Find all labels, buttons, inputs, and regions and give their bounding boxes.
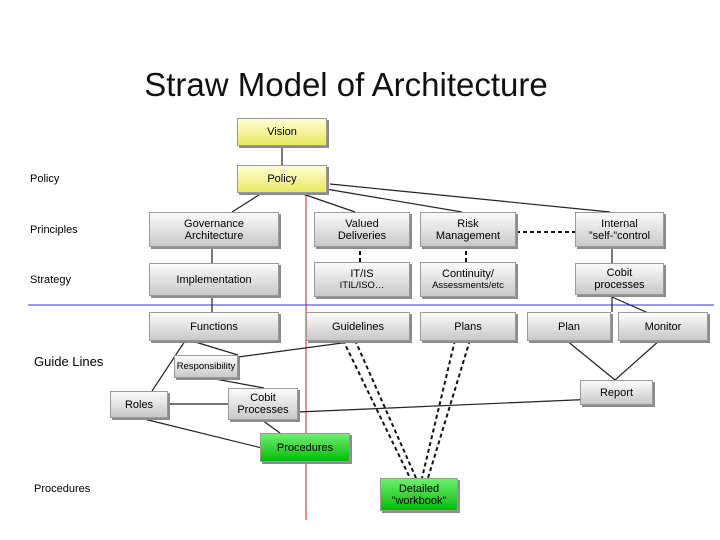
box-detailed-workbook: Detailed ”workbook”	[380, 478, 458, 511]
box-vision-text: Vision	[267, 126, 297, 138]
left-label-procedures: Procedures	[34, 483, 91, 495]
box-detailed-line2: ”workbook”	[391, 494, 447, 507]
box-policy-text: Policy	[267, 173, 297, 185]
box-continuity-line2: Assessments/etc	[432, 279, 504, 291]
box-procedures-text: Procedures	[276, 441, 334, 454]
box-risk-management: Risk Management	[420, 212, 516, 247]
box-cobit-processes-line1: Cobit	[250, 392, 276, 404]
box-vision: Vision	[237, 118, 327, 146]
box-internal-self-control: Internal ”self-”control	[575, 212, 664, 247]
box-policy: Policy	[237, 165, 327, 193]
box-guidelines: Guidelines	[306, 312, 410, 341]
box-roles-text: Roles	[124, 398, 154, 411]
box-report-text: Report	[599, 386, 634, 399]
box-risk-line1: Risk	[457, 217, 479, 230]
box-internal-line1: Internal	[601, 217, 638, 230]
box-cobit-proc-line1: Cobit	[606, 267, 633, 279]
box-implementation-text: Implementation	[176, 273, 252, 286]
box-continuity-assessments: Continuity/ Assessments/etc	[420, 262, 516, 297]
box-continuity-line1: Continuity/	[442, 267, 494, 280]
box-cobit-processes-top: Cobit processes	[575, 263, 664, 295]
box-responsibility-text: Responsibility	[176, 360, 236, 372]
box-valued-line1: Valued	[345, 217, 379, 230]
box-risk-line2: Management	[435, 229, 501, 242]
box-monitor: Monitor	[618, 312, 708, 341]
box-valued-deliveries: Valued Deliveries	[314, 212, 410, 247]
box-plan: Plan	[527, 312, 611, 341]
box-report: Report	[580, 380, 653, 405]
box-detailed-line1: Detailed	[398, 482, 440, 495]
box-internal-line2: ”self-”control	[588, 229, 651, 242]
box-governance-architecture: Governance Architecture	[149, 212, 279, 247]
box-cobit-processes: Cobit Processes	[228, 388, 298, 420]
box-itis-line1: IT/IS	[350, 267, 374, 280]
box-monitor-text: Monitor	[644, 320, 682, 333]
left-label-guide-lines: Guide Lines	[34, 354, 104, 369]
box-plans-text: Plans	[454, 320, 482, 333]
diagram-title: Straw Model of Architecture	[144, 66, 548, 103]
box-valued-line2: Deliveries	[337, 229, 387, 242]
box-cobit-proc-line2: processes	[594, 279, 645, 291]
left-label-principles: Principles	[30, 224, 78, 236]
box-guidelines-text: Guidelines	[332, 320, 384, 333]
box-cobit-processes-line2: Processes	[237, 404, 289, 416]
box-functions: Functions	[149, 312, 279, 341]
box-responsibility: Responsibility	[174, 355, 238, 378]
box-implementation: Implementation	[149, 263, 279, 296]
left-label-strategy: Strategy	[30, 274, 71, 286]
box-itis-line2: ITIL/ISO…	[339, 279, 385, 291]
box-roles: Roles	[110, 391, 168, 418]
box-governance-line2: Architecture	[184, 229, 244, 242]
box-procedures: Procedures	[260, 433, 350, 462]
left-label-policy: Policy	[30, 173, 60, 185]
box-plans: Plans	[420, 312, 516, 341]
box-governance-line1: Governance	[184, 217, 244, 230]
box-plan-text: Plan	[557, 320, 581, 333]
box-it-is: IT/IS ITIL/ISO…	[314, 262, 410, 297]
box-functions-text: Functions	[190, 320, 238, 333]
